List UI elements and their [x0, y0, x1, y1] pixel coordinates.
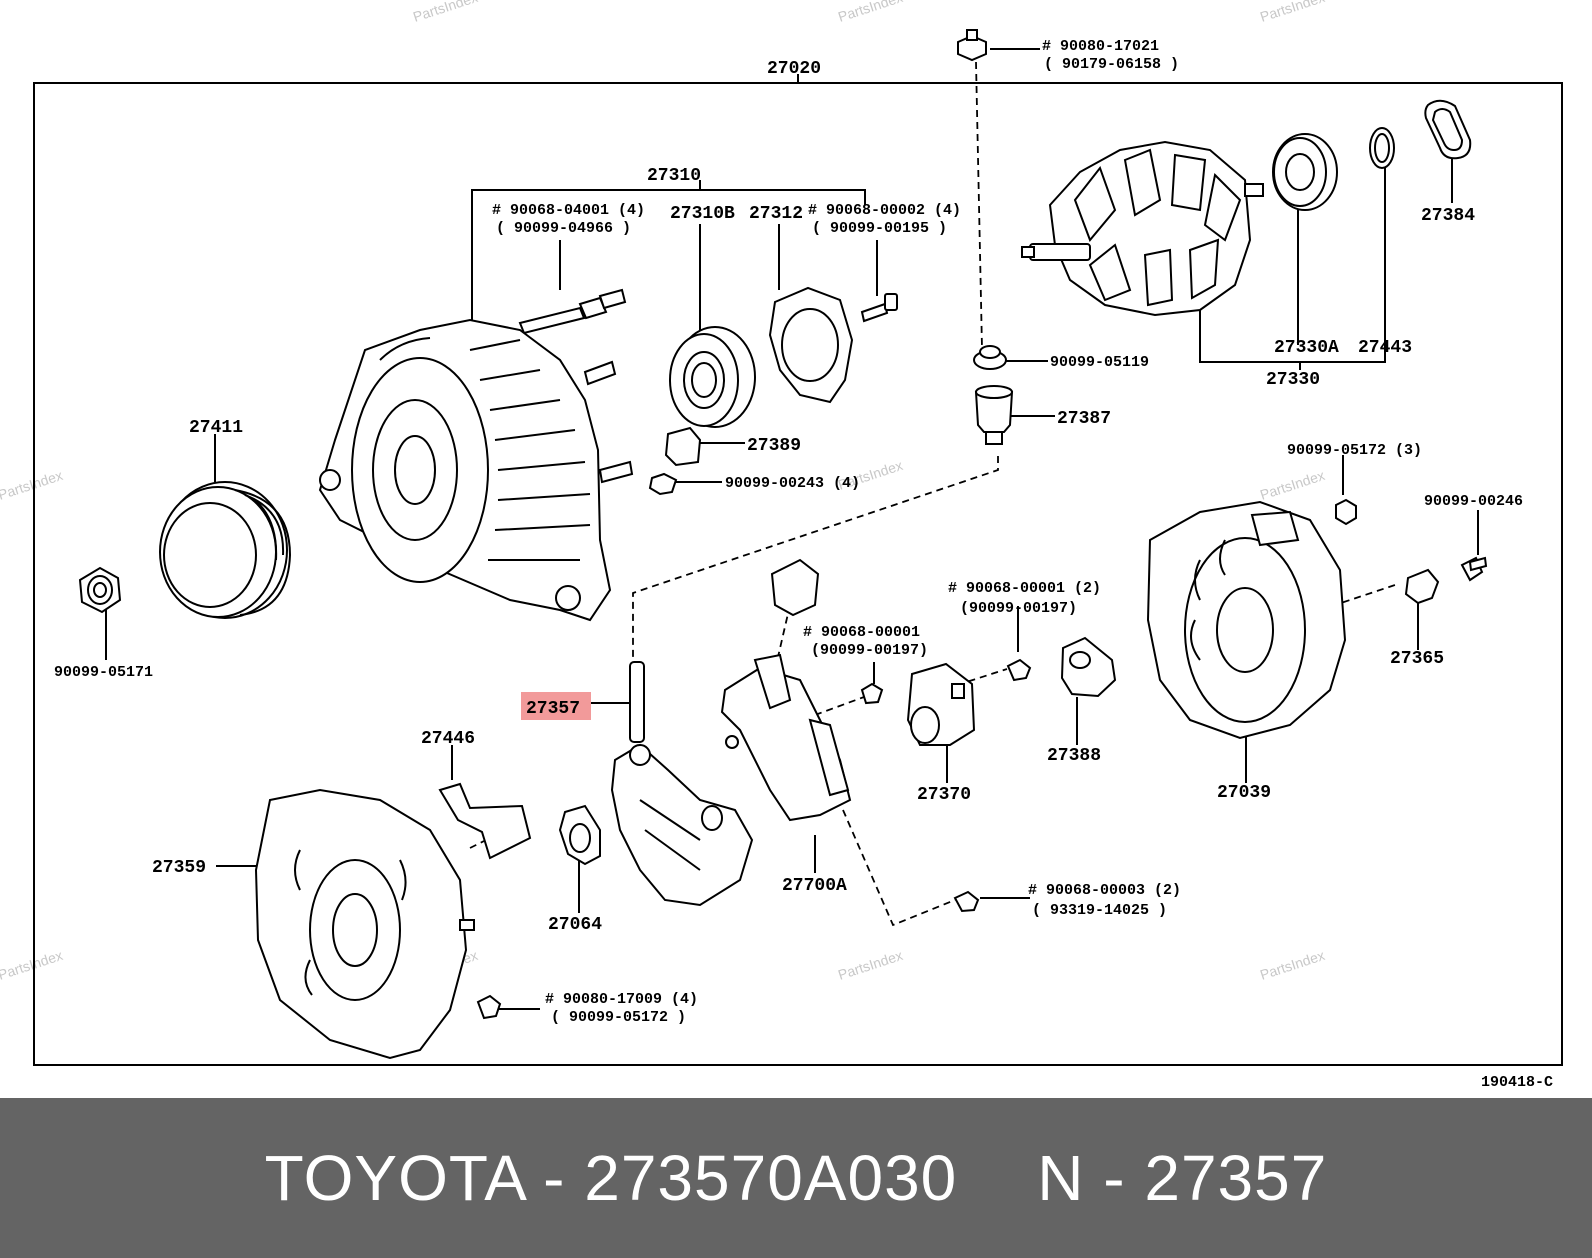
label-90179-06158: ( 90179-06158 ) — [1044, 56, 1179, 73]
brand-part-number: TOYOTA - 273570A030 — [264, 1142, 958, 1214]
watermark: PartsIndex — [0, 947, 65, 983]
label-90099-00195: ( 90099-00195 ) — [812, 220, 947, 237]
drive-end-frame-27020 — [318, 318, 634, 622]
label-27388: 27388 — [1047, 746, 1101, 766]
label-27330: 27330 — [1266, 370, 1320, 390]
label-90099-00246: 90099-00246 — [1424, 493, 1523, 510]
part-caption-bar: TOYOTA - 273570A030 N - 27357 — [0, 1098, 1592, 1258]
screw-90099-00243 — [648, 472, 678, 496]
watermark: PartsIndex — [836, 947, 905, 983]
label-93319-14025: ( 93319-14025 ) — [1032, 902, 1167, 919]
stud-90068-04001 — [518, 288, 627, 335]
bolt-90080-17009 — [476, 994, 502, 1020]
label-27310b: 27310B — [670, 204, 735, 224]
label-27700a: 27700A — [782, 876, 847, 896]
screw-90068-00001-2 — [1006, 658, 1032, 682]
pulley-27411 — [159, 481, 292, 619]
label-27411: 27411 — [189, 418, 243, 438]
nut-90099-05172 — [1335, 498, 1357, 526]
bearing-27310b — [669, 326, 756, 428]
label-27389: 27389 — [747, 436, 801, 456]
label-90099-05119: 90099-05119 — [1050, 354, 1149, 371]
label-90099-05171: 90099-05171 — [54, 664, 153, 681]
brush-holder-27370 — [906, 662, 976, 746]
bracket-27365 — [1404, 568, 1440, 605]
highlighted-part-box — [521, 692, 591, 720]
label-90099-04966: ( 90099-04966 ) — [496, 220, 631, 237]
diagram-canvas: PartsIndex PartsIndex PartsIndex PartsIn… — [0, 0, 1563, 1091]
part-drawings — [78, 29, 1488, 1060]
watermark: PartsIndex — [1258, 467, 1327, 503]
insulator-27387 — [974, 385, 1014, 445]
watermark: PartsIndex — [411, 0, 480, 25]
label-90068-00002: # 90068-00002 (4) — [808, 202, 961, 219]
label-27370: 27370 — [917, 785, 971, 805]
label-90080-17009: # 90080-17009 (4) — [545, 991, 698, 1008]
cap-27389 — [664, 426, 702, 467]
label-90099-00197-a: (90099-00197) — [960, 600, 1077, 617]
diagram-code: 190418-C — [1481, 1074, 1553, 1091]
rectifier-27357 — [610, 661, 754, 907]
gasket-27064 — [558, 804, 601, 866]
label-90068-00003: # 90068-00003 (2) — [1028, 882, 1181, 899]
label-90080-17021: # 90080-17021 — [1042, 38, 1159, 55]
label-90068-00001: # 90068-00001 — [803, 624, 920, 641]
label-27387: 27387 — [1057, 409, 1111, 429]
regulator-27700a — [720, 653, 852, 822]
nut-90099-05119 — [973, 345, 1007, 370]
label-90099-05172: ( 90099-05172 ) — [551, 1009, 686, 1026]
cover-27359 — [254, 788, 475, 1060]
watermark: PartsIndex — [836, 0, 905, 25]
watermark: PartsIndex — [1258, 0, 1327, 25]
label-27310: 27310 — [647, 166, 701, 186]
parts-diagram: PartsIndex PartsIndex PartsIndex PartsIn… — [0, 0, 1563, 1091]
dashed-lines — [469, 61, 1396, 927]
rotor-27330 — [1021, 140, 1264, 317]
label-27365: 27365 — [1390, 649, 1444, 669]
label-27064: 27064 — [548, 915, 602, 935]
cover-27384 — [1424, 99, 1472, 160]
retainer-27312 — [768, 286, 854, 404]
label-27443: 27443 — [1358, 338, 1412, 358]
label-90099-00197-b: (90099-00197) — [811, 642, 928, 659]
label-27312: 27312 — [749, 204, 803, 224]
insulator-27388 — [1060, 636, 1117, 698]
watermark: PartsIndex — [0, 467, 65, 503]
bolt-90080-17021 — [957, 29, 987, 62]
screw-90068-00002 — [860, 293, 898, 323]
label-27359: 27359 — [152, 858, 206, 878]
watermark: PartsIndex — [1258, 947, 1327, 983]
leader-lines — [105, 48, 1479, 1010]
bearing-27330a — [1272, 133, 1338, 211]
reference-number: N - 27357 — [1037, 1142, 1328, 1214]
ring-27443 — [1369, 127, 1395, 169]
label-90099-05172-3: 90099-05172 (3) — [1287, 442, 1422, 459]
label-27020: 27020 — [767, 59, 821, 79]
rectifier-end-frame-27039 — [1146, 500, 1347, 740]
label-90099-00243: 90099-00243 (4) — [725, 475, 860, 492]
regulator-cap — [770, 558, 820, 617]
label-27384: 27384 — [1421, 206, 1475, 226]
label-27330a: 27330A — [1274, 338, 1339, 358]
label-27039: 27039 — [1217, 783, 1271, 803]
screw-90068-00001 — [860, 682, 884, 705]
label-27357: 27357 — [526, 699, 580, 719]
callout-labels: 27020 27310 27310B 27312 # 90068-04001 (… — [54, 38, 1553, 1091]
label-27446: 27446 — [421, 729, 475, 749]
plate-27446 — [438, 782, 532, 860]
screw-90068-00003 — [953, 890, 980, 913]
screw-90099-00246 — [1460, 556, 1488, 582]
nut-90099-05171 — [78, 566, 122, 614]
label-90068-04001: # 90068-04001 (4) — [492, 202, 645, 219]
label-90068-00001-2: # 90068-00001 (2) — [948, 580, 1101, 597]
